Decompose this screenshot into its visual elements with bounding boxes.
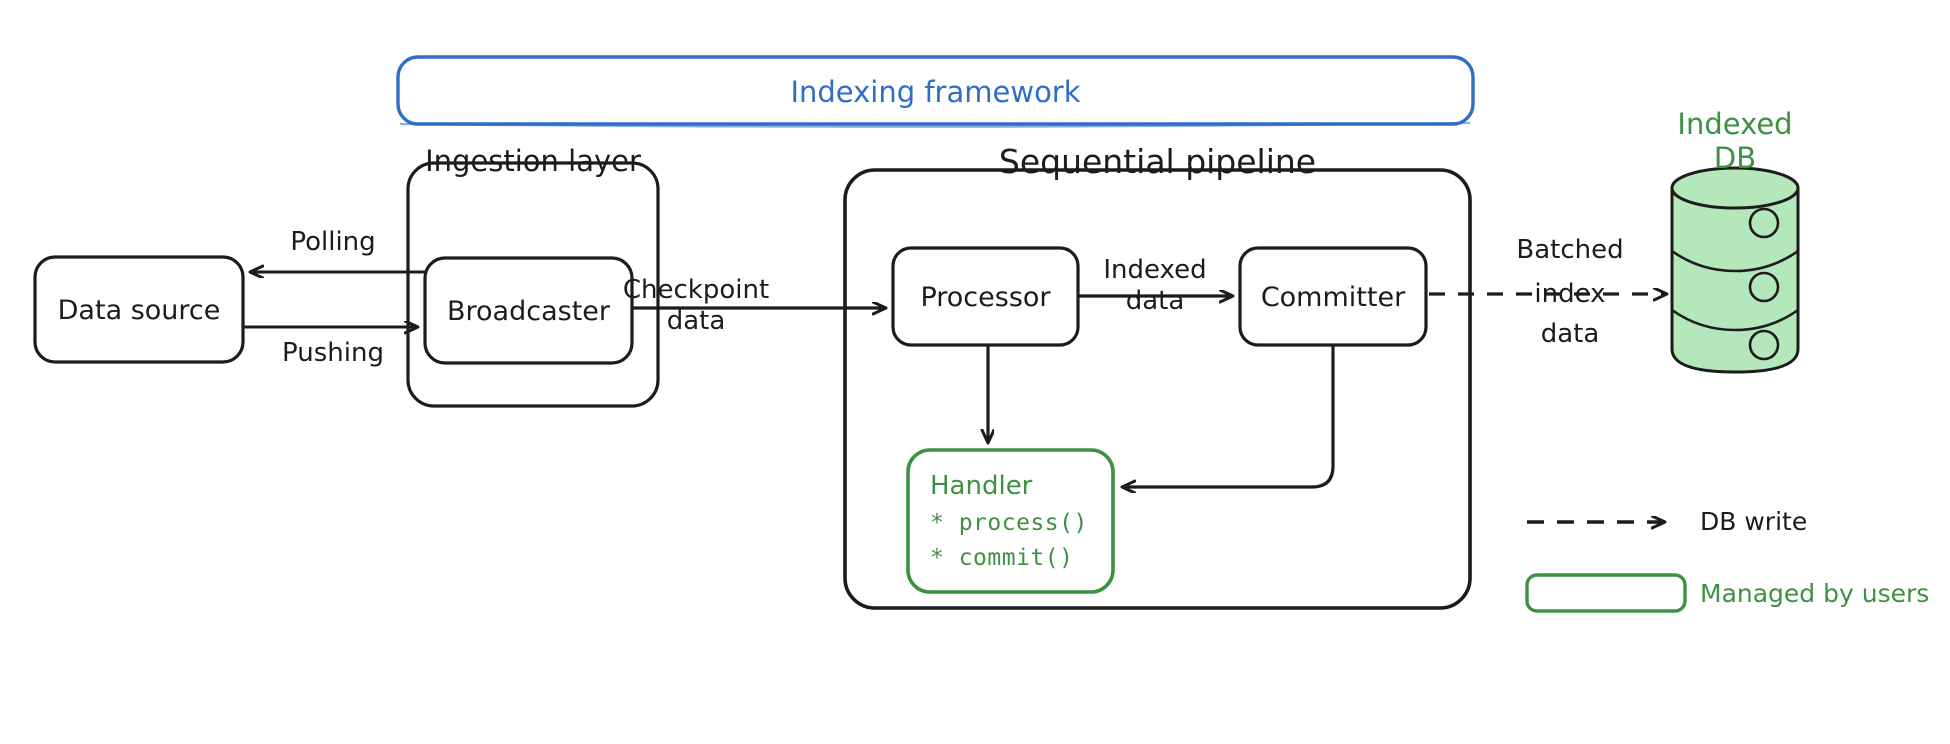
indexed-db-label-line1: Indexed [1677,107,1793,141]
ingestion-layer-label: Ingestion layer [425,144,641,178]
legend-db-write-label: DB write [1700,507,1808,536]
edge-checkpoint-data-label-line2: data [666,306,726,336]
edge-batched-index-data-label-line1: Batched [1516,235,1624,265]
edge-polling-label: Polling [290,227,376,257]
edge-indexed-data-label-line1: Indexed [1103,255,1207,285]
edge-indexed-data-label-line2: data [1125,286,1185,316]
db-indicator-dot [1748,207,1780,239]
handler-node[interactable] [906,448,1115,594]
indexed-db-label-line2: DB [1713,141,1757,175]
sequential-pipeline-group [843,168,1472,610]
data-source-label: Data source [57,295,221,326]
committer-label: Committer [1260,282,1406,313]
edge-committer-to-handler [1124,343,1335,487]
edge-pushing-label: Pushing [282,338,384,368]
data-source-node[interactable] [33,255,245,364]
sequential-pipeline-label: Sequential pipeline [998,142,1317,181]
handler-label: Handler [930,471,1033,501]
processor-label: Processor [920,282,1051,313]
indexed-db-cylinder [1670,166,1800,374]
broadcaster-node[interactable] [423,256,634,365]
indexing-framework-label: Indexing framework [790,75,1081,109]
broadcaster-label: Broadcaster [447,296,610,327]
handler-method-process: * process() [930,510,1088,536]
legend-managed-by-users-label: Managed by users [1700,579,1930,608]
edge-batched-index-data-label-line2: index [1534,279,1606,309]
db-indicator-dot [1748,329,1780,361]
legend-managed-by-users-symbol [1525,573,1687,613]
edge-checkpoint-data-label-line1: Checkpoint [622,275,770,305]
handler-method-commit: * commit() [930,545,1074,571]
indexing-framework-box [396,55,1475,128]
edge-batched-index-data-label-line3: data [1540,319,1600,349]
db-indicator-dot [1748,271,1780,303]
ingestion-layer-group [406,161,660,408]
